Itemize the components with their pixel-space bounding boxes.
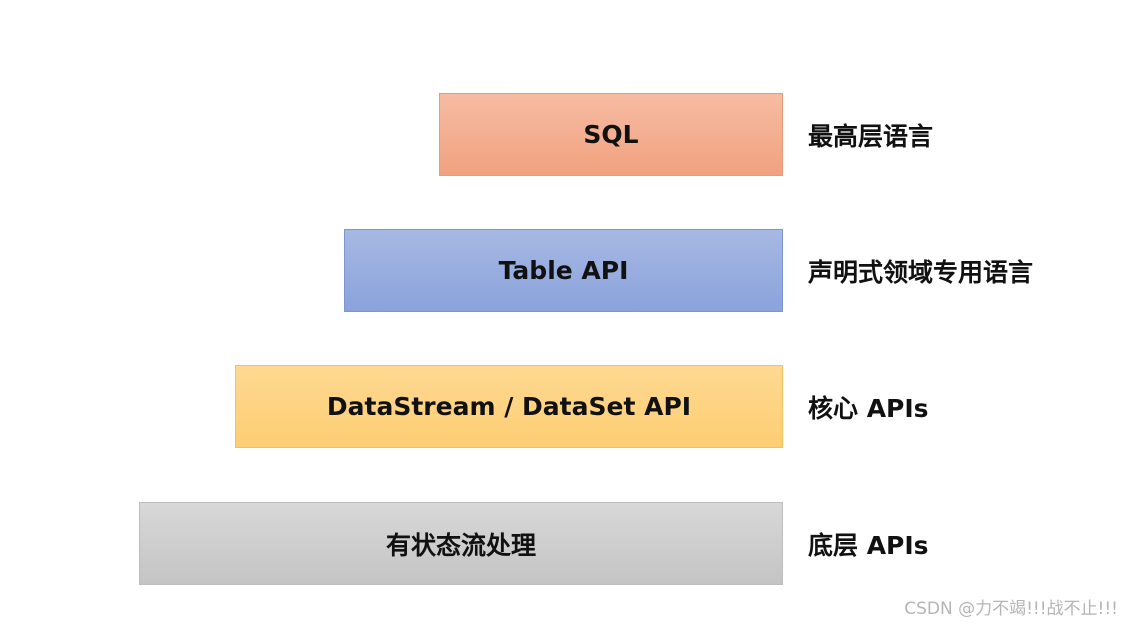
layer-table-api-label: Table API bbox=[498, 256, 629, 285]
layer-sql-label: SQL bbox=[583, 120, 639, 149]
layer-sql-box: SQL bbox=[439, 93, 783, 176]
layer-stateful-processing-label: 有状态流处理 bbox=[385, 530, 536, 560]
csdn-watermark: CSDN @力不竭!!!战不止!!! bbox=[904, 599, 1118, 619]
layer-datastream-description: 核心 APIs bbox=[808, 393, 929, 423]
layer-datastream-label: DataStream / DataSet API bbox=[326, 392, 692, 421]
layer-datastream-box: DataStream / DataSet API bbox=[235, 365, 783, 448]
layer-table-api-box: Table API bbox=[344, 229, 783, 312]
layer-sql-description: 最高层语言 bbox=[808, 121, 934, 151]
layer-stateful-processing-description: 底层 APIs bbox=[808, 530, 929, 560]
layer-stateful-processing-box: 有状态流处理 bbox=[139, 502, 783, 585]
layer-table-api-description: 声明式领域专用语言 bbox=[808, 257, 1034, 287]
